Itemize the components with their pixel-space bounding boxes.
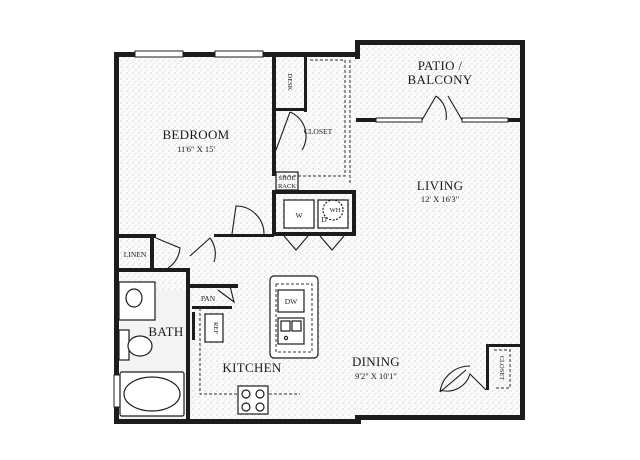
bedroom-label: BEDROOM bbox=[162, 127, 229, 142]
bath-label: BATH bbox=[148, 324, 183, 339]
closet-label: CLOSET bbox=[304, 127, 333, 136]
bath-walls bbox=[116, 234, 238, 422]
kitchen-label: KITCHEN bbox=[222, 360, 281, 375]
bedroom-closet-walls bbox=[272, 56, 356, 194]
dining-label: DINING bbox=[352, 354, 400, 369]
patio-label-line2: BALCONY bbox=[408, 72, 473, 87]
living-label: LIVING bbox=[417, 178, 464, 193]
pantry-label: PAN bbox=[201, 294, 216, 303]
dining-dimensions: 9'2" X 10'1" bbox=[355, 371, 397, 381]
water-heater-label: WH bbox=[330, 207, 341, 214]
bath-fixtures bbox=[118, 281, 185, 417]
dryer-label: D bbox=[321, 215, 327, 224]
patio-label-line1: PATIO / bbox=[418, 58, 463, 73]
bedroom-door bbox=[214, 205, 274, 237]
shoe-rack-label-line1: SHOE bbox=[279, 175, 296, 182]
desk-label: DESK bbox=[286, 74, 293, 91]
floor-area bbox=[116, 44, 524, 422]
laundry-walls bbox=[272, 190, 356, 251]
kitchen-island bbox=[269, 275, 319, 359]
refrigerator-label: REF bbox=[212, 322, 219, 334]
bedroom-dimensions: 11'6" X 15' bbox=[177, 144, 215, 154]
kitchen-walls bbox=[192, 285, 300, 415]
living-closet bbox=[439, 344, 522, 392]
patio-divider bbox=[356, 95, 524, 123]
washer-label: W bbox=[295, 211, 303, 220]
living-closet-label: CLOSET bbox=[498, 356, 505, 381]
shoe-rack-label-line2: RACK bbox=[278, 183, 296, 190]
windows bbox=[113, 50, 264, 408]
entry-door bbox=[439, 365, 471, 393]
linen-label: LINEN bbox=[124, 250, 147, 259]
living-dimensions: 12' X 16'3" bbox=[421, 194, 459, 204]
dishwasher-label: DW bbox=[285, 297, 298, 306]
